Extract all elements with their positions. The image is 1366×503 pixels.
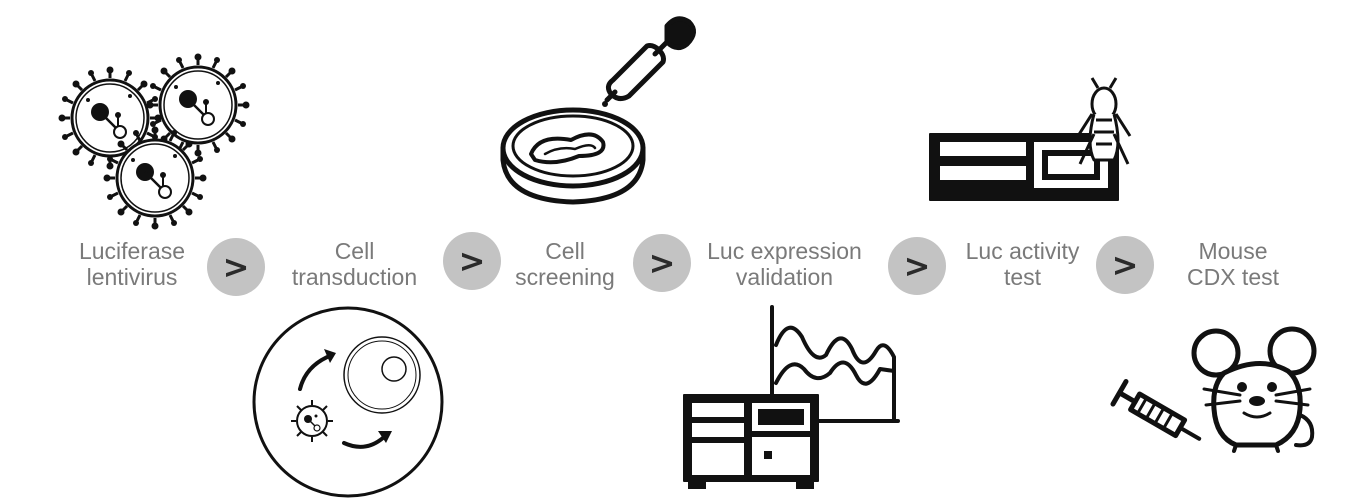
step-label-line2: screening — [515, 264, 615, 290]
step-label-luc-activity-test: Luc activity test — [950, 238, 1095, 290]
step-label-mouse-cdx-test: Mouse CDX test — [1168, 238, 1298, 290]
step-label-cell-screening: Cell screening — [500, 238, 630, 290]
step-label-line1: Luc expression — [707, 238, 862, 264]
virus-cluster-icon — [57, 52, 251, 231]
next-step-arrow-2: > — [443, 232, 501, 290]
step-label-line1: Cell — [334, 238, 375, 264]
petri-dish-dropper-icon — [500, 16, 696, 205]
mouse-syringe-icon — [1110, 326, 1317, 453]
step-label-cell-transduction: Cell transduction — [272, 238, 437, 290]
step-label-luc-expression-validation: Luc expression validation — [692, 238, 877, 290]
transduction-cell-icon — [252, 306, 444, 498]
step-label-line2: transduction — [291, 264, 418, 290]
next-step-arrow-5: > — [1096, 236, 1154, 294]
luminometer-graph-icon — [683, 305, 900, 489]
step-label-line2: lentivirus — [86, 264, 178, 290]
step-label-luciferase-lentivirus: Luciferase lentivirus — [62, 238, 202, 290]
next-step-arrow-3: > — [633, 234, 691, 292]
step-label-line2: test — [1003, 264, 1042, 290]
gel-fly-icon — [929, 77, 1132, 201]
step-label-line2: validation — [735, 264, 834, 290]
step-label-line1: Luciferase — [78, 238, 186, 264]
step-label-line1: Cell — [545, 238, 585, 264]
step-label-line2: CDX test — [1186, 264, 1280, 290]
step-label-line1: Luc activity — [965, 238, 1080, 264]
next-step-arrow-4: > — [888, 237, 946, 295]
next-step-arrow-1: > — [207, 238, 265, 296]
step-label-line1: Mouse — [1198, 238, 1268, 264]
